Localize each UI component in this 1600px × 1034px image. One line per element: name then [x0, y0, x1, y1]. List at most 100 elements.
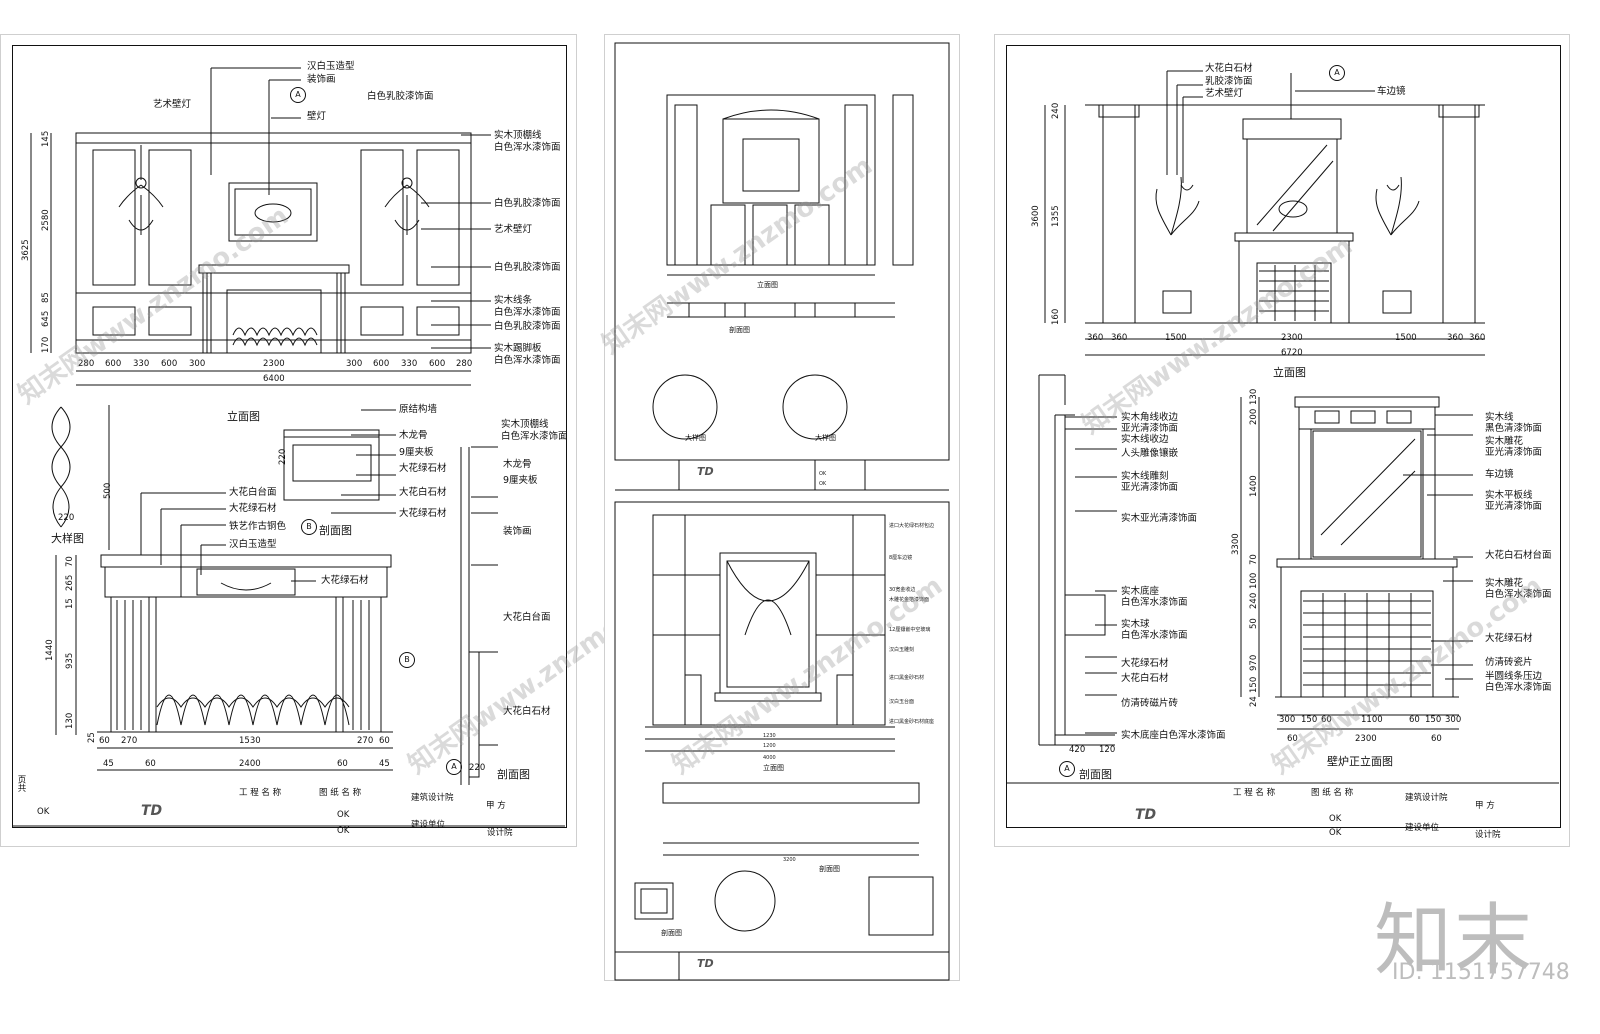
- s3-tb-ok-2: OK: [1329, 828, 1342, 838]
- s3-lbl-white-mixed: 白色浑水漆饰面: [1121, 597, 1188, 608]
- s3-fd-300-a: 300: [1279, 715, 1296, 725]
- logo-stamp: TD: [141, 803, 163, 819]
- s3-lbl-white-marble-2: 大花白石材: [1121, 673, 1169, 684]
- s3-lbl-wood-acrylic: 实木亚光清漆饰面: [1121, 513, 1198, 524]
- s2-lbl-wood-carve: 木雕花金箔漆饰面: [889, 597, 930, 603]
- title-detail: 大样图: [51, 532, 84, 545]
- s2-lbl-hanbaiyu-top: 汉白玉台面: [889, 699, 915, 705]
- s3-dim-1500-a: 1500: [1165, 333, 1187, 343]
- fire-dim-2400: 2400: [239, 759, 261, 769]
- s3-lbl-white-marble: 大花白石材: [1205, 63, 1253, 74]
- fire-dim-v-15: 15: [65, 598, 75, 609]
- label-green-marble-2: 大花绿石材: [399, 508, 447, 519]
- s3-tb-party-a: 甲 方: [1475, 801, 1495, 811]
- label-hanbaiyu-2: 汉白玉造型: [229, 539, 277, 550]
- s3-r-brick: 仿清砖瓷片: [1485, 657, 1533, 668]
- s3-lbl-wood-corner: 实木角线收边: [1121, 412, 1179, 423]
- s3-r-wood-line: 实木线: [1485, 412, 1514, 423]
- dim-total-6400: 6400: [263, 374, 285, 384]
- s3-tb-drawing-name: 图 纸 名 称: [1311, 788, 1354, 798]
- label-art-wall-lamp-2: 艺术壁灯: [494, 224, 533, 235]
- s3-fd-300-b: 300: [1445, 715, 1462, 725]
- s3-r-white-mixed: 白色浑水漆饰面: [1485, 589, 1552, 600]
- s3-dim-v-240: 240: [1051, 102, 1061, 119]
- brand-id: ID: 1151757748: [1392, 960, 1570, 985]
- s3-fdv-3300: 3300: [1231, 533, 1241, 555]
- s3-fd-60-a: 60: [1321, 715, 1332, 725]
- s3-fd-150-b: 150: [1425, 715, 1442, 725]
- s3-r-green: 大花绿石材: [1485, 633, 1533, 644]
- fire-dim-v-130: 130: [65, 712, 75, 729]
- label-wood-ceiling-line-2: 实木顶棚线: [501, 419, 549, 430]
- s2-dim-mid2: 1230: [763, 733, 776, 739]
- dim-v-170: 170: [41, 336, 51, 353]
- fire-dim-v-70: 70: [65, 556, 75, 567]
- tb-design-house: 设计院: [487, 828, 513, 838]
- s2-lbl-hanbaiyu-carve: 汉白玉雕刻: [889, 647, 915, 653]
- s3-fd-60-c: 60: [1287, 734, 1298, 744]
- s3-lbl-fake-brick: 仿清砖磁片砖: [1121, 698, 1179, 709]
- s3-r-white-mixed-2: 白色浑水漆饰面: [1485, 682, 1552, 693]
- s3-fdv-200: 200: [1249, 408, 1259, 425]
- s3-fdv-100: 100: [1249, 572, 1259, 589]
- section-marker-b: B: [301, 519, 317, 535]
- s2-lbl-import-black-2: 进口黑金砂石材底座: [889, 719, 935, 725]
- tb-project-name: 工 程 名 称: [239, 788, 282, 798]
- label-green-marble: 大花绿石材: [399, 463, 447, 474]
- s3-fd-150-a: 150: [1301, 715, 1318, 725]
- s3-marker-a: A: [1329, 65, 1345, 81]
- fire-dim-60-a: 60: [99, 736, 110, 746]
- label-white-latex-2: 白色乳胶漆饰面: [494, 198, 561, 209]
- s3-fdv-1400: 1400: [1249, 475, 1259, 497]
- brand-watermark: 知末: [1374, 896, 1535, 986]
- dim-600-a: 600: [105, 359, 122, 369]
- label-white-marble-2: 大花白石材: [503, 706, 551, 717]
- dim-v-645: 645: [41, 310, 51, 327]
- s3-section-dim-120: 120: [1099, 745, 1116, 755]
- label-white-latex-3: 白色乳胶漆饰面: [494, 262, 561, 273]
- drawing-sheet-3: A A 大花白石材 乳胶漆饰面 艺术壁灯 车边镜 360 360 1500 23…: [994, 34, 1570, 847]
- tb-construct-unit: 建设单位: [411, 820, 446, 830]
- s3-title-elevation: 立面图: [1273, 366, 1306, 379]
- s2-ok-b: OK: [819, 481, 827, 487]
- s3-lbl-wood-edge: 实木线收边: [1121, 434, 1169, 445]
- s3-lbl-wood-base-white: 实木底座白色浑水漆饰面: [1121, 730, 1226, 741]
- s3-section-dim-420: 420: [1069, 745, 1086, 755]
- title-section-b: 剖面图: [319, 524, 352, 537]
- label-white-latex-4: 白色乳胶漆饰面: [494, 321, 561, 332]
- s3-r-wood-carve: 实木雕花: [1485, 436, 1524, 447]
- tb-party-a: 甲 方: [486, 801, 506, 811]
- s3-lbl-mirror: 车边镜: [1377, 86, 1406, 97]
- s3-dim-1500-b: 1500: [1395, 333, 1417, 343]
- sheet1-drawing: [12, 67, 565, 827]
- s3-title-section: 剖面图: [1079, 768, 1112, 781]
- sheet2-title-section: 剖面图: [729, 326, 750, 334]
- s3-lbl-wood-ball: 实木球: [1121, 619, 1150, 630]
- dim-600-d: 600: [429, 359, 446, 369]
- dim-300-a: 300: [189, 359, 206, 369]
- s3-tb-design-inst: 建筑设计院: [1405, 793, 1448, 803]
- s2-lbl-glass12: 12厘镶嵌中空玻璃: [889, 627, 931, 633]
- s3-fdv-240: 240: [1249, 592, 1259, 609]
- dim-280-right: 280: [456, 359, 473, 369]
- s2-dim-mid: 1200: [763, 743, 776, 749]
- s3-lbl-white-mixed-2: 白色浑水漆饰面: [1121, 630, 1188, 641]
- s3-lbl-acrylic-clear-2: 亚光清漆饰面: [1121, 482, 1179, 493]
- fire-dim-1530: 1530: [239, 736, 261, 746]
- s3-dim-v-1355: 1355: [1051, 205, 1061, 227]
- fire-dim-v-265: 265: [65, 574, 75, 591]
- s2-lbl-glass30: 30宽金收边: [889, 587, 916, 593]
- tb-design-inst: 建筑设计院: [411, 793, 454, 803]
- label-white-marble: 大花白石材: [399, 487, 447, 498]
- s3-tb-design-house: 设计院: [1475, 830, 1501, 840]
- label-white-marble-top: 大花白台面: [229, 487, 277, 498]
- label-white-mixed-paint: 白色浑水漆饰面: [494, 142, 561, 153]
- s3-fdv-970: 970: [1249, 654, 1259, 671]
- dim-v-detail-500: 500: [103, 482, 113, 499]
- logo-stamp-2a: TD: [697, 465, 714, 478]
- dim-v-145: 145: [41, 130, 51, 147]
- dim-2300: 2300: [263, 359, 285, 369]
- label-green-marble-3: 大花绿石材: [229, 503, 277, 514]
- label-white-marble-top-2: 大花白台面: [503, 612, 551, 623]
- sheet2-drawing: [614, 42, 950, 981]
